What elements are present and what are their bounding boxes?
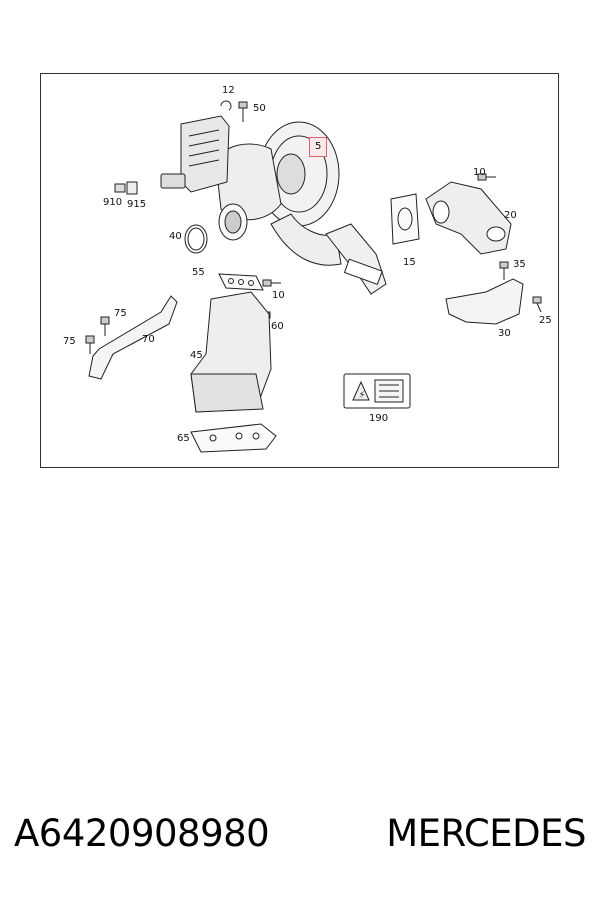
callout-12: 12 [222, 85, 235, 96]
bolt-icon [238, 101, 248, 122]
callout-45: 45 [190, 350, 203, 361]
callout-75-upper: 75 [114, 308, 127, 319]
o-ring-icon [184, 224, 208, 254]
warning-label-icon: ⚡ [343, 373, 411, 409]
callout-55: 55 [192, 267, 205, 278]
product-caption: A6420908980 MERCEDES [0, 808, 600, 858]
parts-diagram-frame: ⚡ 12 50 5 10 910 915 20 40 15 35 55 10 7… [40, 73, 559, 468]
callout-70: 70 [142, 334, 155, 345]
bolt-10-icon [477, 173, 496, 181]
callout-30: 30 [498, 328, 511, 339]
callout-40: 40 [169, 231, 182, 242]
callout-915: 915 [127, 199, 147, 210]
callout-25: 25 [539, 315, 552, 326]
callout-10: 10 [473, 167, 486, 178]
callout-10-lower: 10 [272, 290, 285, 301]
svg-text:⚡: ⚡ [359, 390, 366, 401]
bolt-25-icon [532, 296, 542, 313]
callout-5-highlighted: 5 [309, 137, 328, 157]
callout-65: 65 [177, 433, 190, 444]
bracket-30-icon [445, 278, 524, 325]
gasket-55-icon [218, 273, 264, 291]
bolt-35-icon [499, 261, 509, 280]
callout-35: 35 [513, 259, 526, 270]
turbocharger-assembly [160, 115, 387, 295]
part-number: A6420908980 [14, 811, 270, 855]
callout-20: 20 [504, 210, 517, 221]
bolt-10b-icon [262, 279, 281, 287]
connector-icon [114, 181, 138, 195]
callout-15: 15 [403, 257, 416, 268]
callout-60: 60 [271, 321, 284, 332]
bolt-75b-icon [85, 335, 95, 354]
bolt-75a-icon [100, 316, 110, 336]
turbocharger-exploded-diagram: ⚡ [85, 100, 542, 453]
callout-50: 50 [253, 103, 266, 114]
bracket-70-icon [88, 295, 178, 380]
callout-190: 190 [369, 413, 389, 424]
callout-75-lower: 75 [63, 336, 76, 347]
gasket-65-icon [190, 423, 277, 453]
callout-910: 910 [103, 197, 123, 208]
brand-name: MERCEDES [386, 811, 586, 855]
gasket-15-icon [390, 193, 420, 245]
clip-icon [220, 100, 232, 111]
